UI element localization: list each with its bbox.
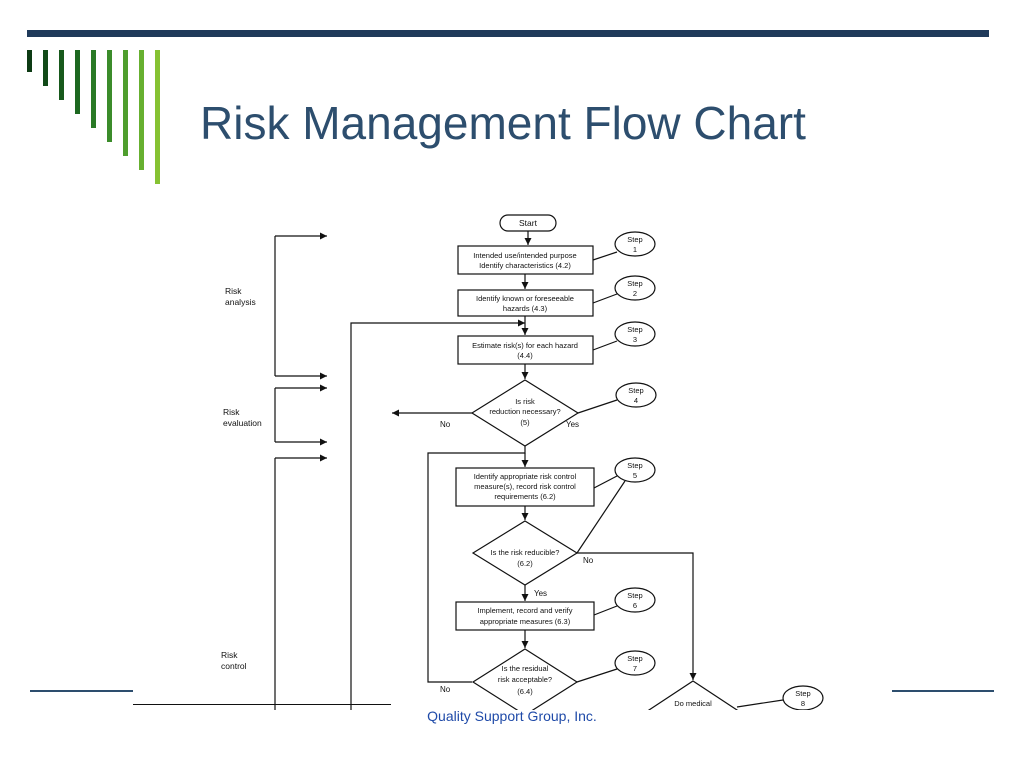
step-6-oval: Step 6 xyxy=(614,587,656,613)
implement-measures-box: Implement, record and verify appropriate… xyxy=(455,601,595,631)
svg-text:5: 5 xyxy=(633,471,637,480)
svg-text:Step: Step xyxy=(795,689,810,698)
phase-label-analysis: Risk analysis xyxy=(225,286,256,307)
svg-text:Is risk: Is risk xyxy=(515,397,535,406)
yes-label: Yes xyxy=(534,589,547,598)
svg-text:Is the risk reducible?: Is the risk reducible? xyxy=(491,548,560,557)
svg-text:(6.4): (6.4) xyxy=(517,687,533,696)
accent-bar xyxy=(27,50,32,72)
svg-text:Step: Step xyxy=(627,461,642,470)
svg-text:Identify known or foreseeable: Identify known or foreseeable xyxy=(476,294,574,303)
no-label: No xyxy=(583,556,594,565)
accent-bar xyxy=(43,50,48,86)
svg-text:Implement, record and verify: Implement, record and verify xyxy=(477,606,572,615)
accent-bar xyxy=(123,50,128,156)
svg-text:Step: Step xyxy=(628,386,643,395)
phase-bracket-evaluation xyxy=(274,384,327,446)
svg-text:1: 1 xyxy=(633,245,637,254)
svg-text:reduction necessary?: reduction necessary? xyxy=(489,407,560,416)
svg-text:Step: Step xyxy=(627,591,642,600)
accent-bar xyxy=(59,50,64,100)
accent-bar xyxy=(91,50,96,128)
svg-text:analysis: analysis xyxy=(225,297,256,307)
svg-text:(5): (5) xyxy=(520,418,530,427)
flow-chart-diagram: Risk analysis Risk evaluation Risk contr… xyxy=(185,210,892,710)
step-4-oval: Step 4 xyxy=(615,382,657,408)
svg-text:2: 2 xyxy=(633,289,637,298)
step-7-oval: Step 7 xyxy=(614,650,656,676)
step-1-oval: Step 1 xyxy=(614,231,656,257)
svg-text:(4.4): (4.4) xyxy=(517,351,533,360)
medical-benefit-decision: Do medical xyxy=(647,680,739,710)
svg-text:Do medical: Do medical xyxy=(674,699,712,708)
svg-text:risk acceptable?: risk acceptable? xyxy=(498,675,552,684)
svg-text:Step: Step xyxy=(627,279,642,288)
svg-text:measure(s), record risk contro: measure(s), record risk control xyxy=(474,482,576,491)
footer-rule-left xyxy=(30,690,133,692)
slide-title: Risk Management Flow Chart xyxy=(200,97,806,149)
accent-bar xyxy=(155,50,160,184)
svg-text:hazards (4.3): hazards (4.3) xyxy=(503,304,548,313)
svg-text:8: 8 xyxy=(801,699,805,708)
svg-text:Step: Step xyxy=(627,235,642,244)
footer-rule-under-diagram xyxy=(133,704,391,705)
svg-text:evaluation: evaluation xyxy=(223,418,262,428)
top-rule xyxy=(27,30,989,37)
svg-text:Risk: Risk xyxy=(221,650,238,660)
estimate-risk-box: Estimate risk(s) for each hazard (4.4) xyxy=(457,335,594,365)
risk-reduction-decision: Is risk reduction necessary? (5) xyxy=(470,379,580,447)
svg-text:4: 4 xyxy=(634,396,638,405)
footer-rule-right xyxy=(892,690,994,692)
accent-bar xyxy=(107,50,112,142)
no-label: No xyxy=(440,685,451,694)
phase-bracket-control xyxy=(274,454,327,710)
yes-label: Yes xyxy=(566,420,579,429)
svg-text:Start: Start xyxy=(519,218,538,228)
phase-label-evaluation: Risk evaluation xyxy=(223,407,262,428)
phase-bracket-analysis xyxy=(274,232,327,380)
svg-text:Step: Step xyxy=(627,325,642,334)
no-label: No xyxy=(440,420,451,429)
svg-text:appropriate measures (6.3): appropriate measures (6.3) xyxy=(480,617,571,626)
svg-text:(6.2): (6.2) xyxy=(517,559,533,568)
identify-hazards-box: Identify known or foreseeable hazards (4… xyxy=(457,289,594,317)
svg-text:control: control xyxy=(221,661,247,671)
svg-text:Is the residual: Is the residual xyxy=(502,664,549,673)
step-2-oval: Step 2 xyxy=(614,275,656,301)
accent-bars-decoration xyxy=(27,50,160,184)
accent-bar xyxy=(139,50,144,170)
step-3-oval: Step 3 xyxy=(614,321,656,347)
svg-text:Risk: Risk xyxy=(225,286,242,296)
svg-text:7: 7 xyxy=(633,664,637,673)
svg-text:Step: Step xyxy=(627,654,642,663)
footer-company: Quality Support Group, Inc. xyxy=(427,708,597,724)
risk-reducible-decision: Is the risk reducible? (6.2) xyxy=(471,520,579,586)
svg-text:requirements (6.2): requirements (6.2) xyxy=(494,492,556,501)
accent-bar xyxy=(75,50,80,114)
start-terminator: Start xyxy=(499,214,557,232)
svg-text:Identify characteristics (4.2): Identify characteristics (4.2) xyxy=(479,261,571,270)
svg-text:Risk: Risk xyxy=(223,407,240,417)
svg-text:6: 6 xyxy=(633,601,637,610)
svg-text:Intended use/intended purpose: Intended use/intended purpose xyxy=(473,251,576,260)
risk-control-measures-box: Identify appropriate risk control measur… xyxy=(455,467,595,507)
svg-text:3: 3 xyxy=(633,335,637,344)
svg-text:Estimate risk(s) for each haza: Estimate risk(s) for each hazard xyxy=(472,341,578,350)
step-8-oval: Step 8 xyxy=(782,685,824,710)
intended-use-box: Intended use/intended purpose Identify c… xyxy=(457,245,594,275)
svg-text:Identify appropriate risk cont: Identify appropriate risk control xyxy=(474,472,577,481)
phase-label-control: Risk control xyxy=(221,650,247,671)
residual-risk-decision: Is the residual risk acceptable? (6.4) xyxy=(471,648,579,710)
step-5-oval: Step 5 xyxy=(614,457,656,483)
